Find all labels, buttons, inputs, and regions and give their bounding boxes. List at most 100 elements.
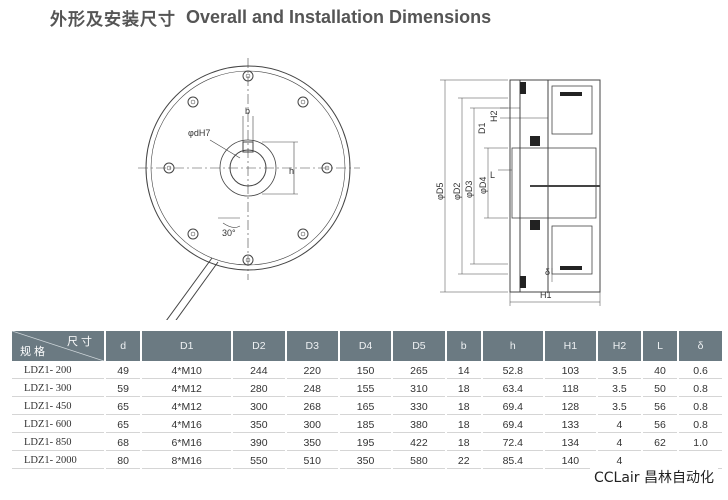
column-header: L <box>642 331 678 361</box>
table-cell: 244 <box>233 363 285 379</box>
table-cell: 380 <box>393 417 445 433</box>
table-cell: 65 <box>106 399 141 415</box>
table-cell: 350 <box>339 453 392 469</box>
table-cell: 185 <box>339 417 392 433</box>
table-cell: 8*M16 <box>142 453 232 469</box>
table-cell: 40 <box>642 363 678 379</box>
table-cell: 49 <box>106 363 141 379</box>
table-cell: 4 <box>598 417 641 433</box>
label-bore: φdH7 <box>188 128 210 138</box>
table-cell: 56 <box>642 399 678 415</box>
side-hatching <box>520 82 582 288</box>
table-cell: 0.8 <box>679 399 722 415</box>
table-cell: 80 <box>106 453 141 469</box>
table-row: LDZ1- 600 65 4*M16 350 300 185 380 18 69… <box>12 417 722 433</box>
table-header-row: 尺 寸 规 格 d D1 D2 D3 D4 D5 b h H1 H2 L δ <box>12 331 722 361</box>
table-cell: 300 <box>286 417 338 433</box>
table-cell: 4*M12 <box>142 399 232 415</box>
table-cell: 3.5 <box>598 399 641 415</box>
table-cell: 69.4 <box>482 417 543 433</box>
label-d4: φD4 <box>478 177 488 194</box>
table-cell: 52.8 <box>482 363 543 379</box>
title-chinese: 外形及安装尺寸 <box>50 9 176 30</box>
table-cell: 310 <box>393 381 445 397</box>
table-cell: 580 <box>393 453 445 469</box>
label-l: L <box>490 170 495 180</box>
label-h1: H1 <box>540 290 552 300</box>
table-cell: 140 <box>544 453 597 469</box>
label-d2: φD2 <box>452 183 462 200</box>
table-cell: 4 <box>598 435 641 451</box>
column-header: d <box>106 331 141 361</box>
front-view <box>138 58 360 320</box>
column-header: D1 <box>142 331 232 361</box>
label-h: h <box>289 166 294 176</box>
table-cell: 118 <box>544 381 597 397</box>
table-cell: 265 <box>393 363 445 379</box>
table-cell: 72.4 <box>482 435 543 451</box>
table-cell: 195 <box>339 435 392 451</box>
column-header: H1 <box>544 331 597 361</box>
table-cell: 56 <box>642 417 678 433</box>
table-row: LDZ1- 850 68 6*M16 390 350 195 422 18 72… <box>12 435 722 451</box>
label-delta: δ <box>545 267 550 277</box>
table-cell: 350 <box>233 417 285 433</box>
table-row: LDZ1- 450 65 4*M12 300 268 165 330 18 69… <box>12 399 722 415</box>
watermark: CCLair 昌林自动化 <box>589 466 718 488</box>
table-cell: 59 <box>106 381 141 397</box>
column-header: h <box>482 331 543 361</box>
table-cell: 133 <box>544 417 597 433</box>
table-cell: 4*M10 <box>142 363 232 379</box>
table-cell: 63.4 <box>482 381 543 397</box>
dimensions-table: 尺 寸 规 格 d D1 D2 D3 D4 D5 b h H1 H2 L δ L… <box>10 329 724 471</box>
table-cell: 422 <box>393 435 445 451</box>
table-cell: 0.8 <box>679 417 722 433</box>
column-header: b <box>446 331 481 361</box>
table-cell: 550 <box>233 453 285 469</box>
column-header: D4 <box>339 331 392 361</box>
label-d5: φD5 <box>435 183 445 200</box>
model-cell: LDZ1- 2000 <box>12 453 104 469</box>
table-cell: 62 <box>642 435 678 451</box>
side-view <box>440 79 601 306</box>
table-cell: 4*M16 <box>142 417 232 433</box>
table-cell: 85.4 <box>482 453 543 469</box>
table-cell: 0.6 <box>679 363 722 379</box>
column-header: δ <box>679 331 722 361</box>
table-cell: 3.5 <box>598 381 641 397</box>
table-cell: 350 <box>286 435 338 451</box>
table-cell: 18 <box>446 417 481 433</box>
table-cell: 165 <box>339 399 392 415</box>
table-cell: 6*M16 <box>142 435 232 451</box>
table-cell: 510 <box>286 453 338 469</box>
table-cell: 18 <box>446 435 481 451</box>
model-cell: LDZ1- 200 <box>12 363 104 379</box>
table-cell: 103 <box>544 363 597 379</box>
label-d1: D1 <box>477 122 487 134</box>
table-cell: 18 <box>446 381 481 397</box>
label-h2: H2 <box>489 110 499 122</box>
model-cell: LDZ1- 300 <box>12 381 104 397</box>
table-cell: 69.4 <box>482 399 543 415</box>
table-cell: 280 <box>233 381 285 397</box>
table-cell: 390 <box>233 435 285 451</box>
table-cell: 4*M12 <box>142 381 232 397</box>
table-cell: 68 <box>106 435 141 451</box>
header-corner: 尺 寸 规 格 <box>12 331 104 361</box>
corner-bottom-label: 规 格 <box>20 346 46 358</box>
table-cell: 220 <box>286 363 338 379</box>
column-header: D5 <box>393 331 445 361</box>
table-cell: 18 <box>446 399 481 415</box>
corner-diagonal <box>12 331 104 361</box>
table-cell: 65 <box>106 417 141 433</box>
table-cell: 134 <box>544 435 597 451</box>
table-cell: 248 <box>286 381 338 397</box>
table-cell: 3.5 <box>598 363 641 379</box>
model-cell: LDZ1- 450 <box>12 399 104 415</box>
table-cell: 0.8 <box>679 381 722 397</box>
column-header: D3 <box>286 331 338 361</box>
table-cell: 330 <box>393 399 445 415</box>
table-cell: 1.0 <box>679 435 722 451</box>
column-header: D2 <box>233 331 285 361</box>
model-cell: LDZ1- 600 <box>12 417 104 433</box>
